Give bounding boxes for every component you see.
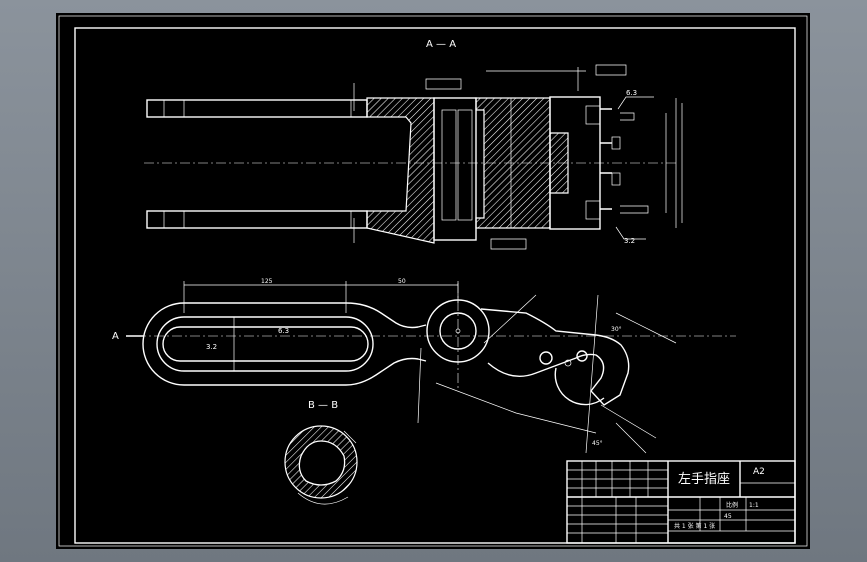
section-aa-view: 6.3 3.2: [144, 64, 683, 250]
section-bb-label: B — B: [308, 400, 338, 411]
dim-125: 125: [261, 278, 273, 285]
material: 45: [724, 513, 732, 520]
section-aa-label: A — A: [426, 39, 456, 50]
sheet-info: 共 1 张 第 1 张: [674, 522, 715, 530]
dim-45: 45°: [592, 440, 603, 447]
dim-ra-63b: 6.3: [278, 327, 289, 335]
scale-value: 1:1: [749, 502, 759, 509]
outer-border: [58, 15, 808, 547]
dim-ra-32: 3.2: [624, 237, 635, 245]
dim-ra-63: 6.3: [626, 89, 637, 97]
drawing-sheet: A — A 6.3 3.2: [56, 13, 810, 549]
dim-50: 50: [398, 278, 406, 285]
part-name: 左手指座: [678, 472, 730, 487]
view-marker-a: A: [112, 331, 119, 342]
cad-drawing: A — A 6.3 3.2: [58, 15, 808, 547]
title-block: 左手指座 A2 比例 1:1 45 共 1 张 第 1 张: [566, 460, 796, 544]
lever-view: A 125 50 6.3 3.2 45° 30°: [112, 278, 736, 454]
dim-ra-32b: 3.2: [206, 343, 217, 351]
section-bb-view: [284, 425, 358, 505]
inner-border: [74, 27, 796, 544]
dim-30: 30°: [611, 326, 622, 333]
scale-label: 比例: [726, 501, 738, 509]
sheet-size: A2: [753, 467, 765, 477]
